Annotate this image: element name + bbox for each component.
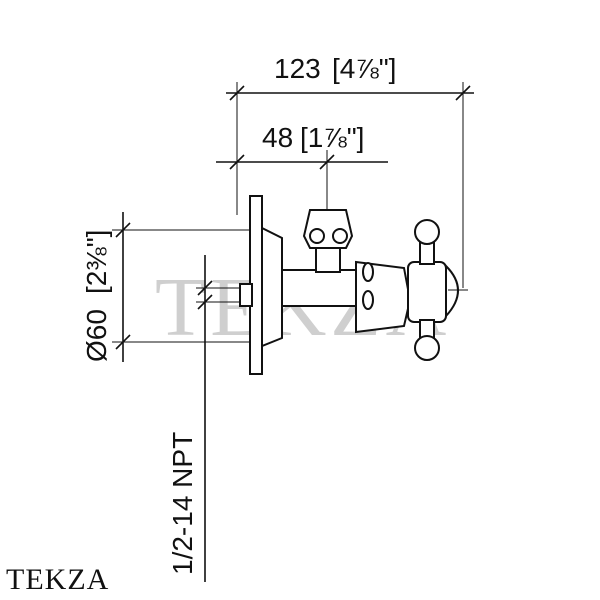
dimension-thread: 1/2-14 NPT: [167, 255, 246, 582]
tick-right: [319, 154, 335, 170]
dimension-center-offset: 48 [1⅞"]: [216, 122, 388, 212]
connecting-tube: [281, 269, 363, 307]
tick-top: [197, 280, 213, 296]
flange-cone: [261, 226, 283, 348]
thread-inlet: [239, 283, 253, 307]
overall-width-value: 123: [274, 53, 321, 84]
handle-hub: [407, 261, 447, 323]
outlet-neck: [315, 247, 341, 273]
center-offset-value: 48: [262, 122, 293, 153]
valve-body: [239, 195, 468, 375]
handle-cap: [445, 263, 459, 319]
outlet-hole-left: [309, 228, 325, 244]
tick-left: [229, 85, 245, 101]
tick-bottom: [197, 294, 213, 310]
overall-width-imperial: [4⅞"]: [332, 53, 396, 84]
casing-detail-top: [362, 262, 374, 282]
flange-diameter-imperial: [2⅜"]: [81, 230, 112, 294]
tick-bottom: [115, 334, 131, 350]
dimension-overall-width: 123 [4⅞"]: [226, 53, 474, 288]
center-offset-imperial: [1⅞"]: [300, 122, 364, 153]
tick-left: [229, 154, 245, 170]
handle-knob-top: [414, 219, 440, 245]
outlet-hole-right: [332, 228, 348, 244]
brand-label: TEKZA: [6, 563, 110, 596]
tick-top: [115, 222, 131, 238]
casing-detail-bottom: [362, 290, 374, 310]
tick-right: [455, 85, 471, 101]
dimension-flange-diameter: Ø60 [2⅜"]: [81, 212, 260, 362]
handle-knob-bottom: [414, 335, 440, 361]
flange-diameter-value: Ø60: [81, 309, 112, 362]
thread-label: 1/2-14 NPT: [167, 432, 198, 575]
